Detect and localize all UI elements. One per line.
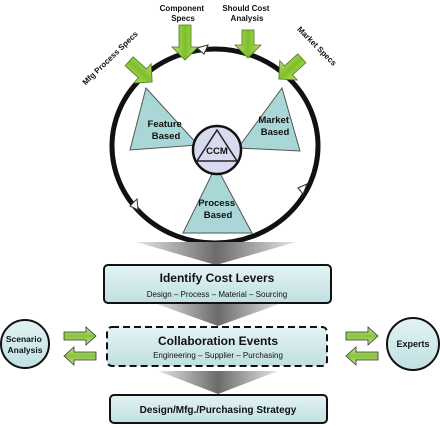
should-cost-line2: Analysis	[231, 14, 264, 23]
funnel-arrow-2	[154, 303, 282, 326]
funnel-arrow-1	[136, 242, 296, 265]
process-based-line1: Process	[198, 198, 235, 209]
component-specs-arrow-icon	[171, 24, 199, 61]
component-specs-label: Component Specs	[160, 4, 207, 23]
scenario-analysis-circle	[0, 319, 50, 369]
mfg-process-arrow-icon	[124, 56, 153, 84]
feature-based-line1: Feature	[148, 119, 182, 130]
feature-based-wedge	[129, 86, 200, 151]
collab-to-scenario-arrow-icon	[63, 346, 97, 366]
collaboration-events-box	[106, 326, 328, 367]
should-cost-line1: Should Cost	[222, 4, 269, 13]
scenario-line1: Scenario	[6, 334, 42, 344]
strategy-box	[109, 394, 328, 424]
identify-subtitle: Design – Process – Material – Sourcing	[147, 290, 288, 299]
market-based-label: Market Based	[258, 115, 291, 138]
mfg-process-specs-label: Mfg Process Specs	[81, 29, 140, 87]
ccm-label: CCM	[206, 146, 228, 157]
identify-cost-levers-box	[103, 264, 332, 304]
scenario-analysis-label: Scenario Analysis	[6, 334, 44, 355]
experts-label: Experts	[396, 339, 429, 349]
process-based-wedge	[182, 164, 253, 234]
scenario-line2: Analysis	[8, 345, 43, 355]
funnel-arrow-3	[158, 371, 278, 394]
ccm-center-triangle	[195, 128, 239, 162]
experts-to-collab-arrow-icon	[345, 346, 379, 366]
scenario-to-collab-arrow-icon	[63, 326, 97, 346]
identify-title: Identify Cost Levers	[160, 271, 275, 285]
component-specs-line1: Component	[160, 4, 205, 13]
process-based-label: Process Based	[198, 198, 238, 221]
component-specs-line2: Specs	[171, 14, 195, 23]
market-based-wedge	[237, 86, 301, 152]
ring-arrow-left-icon	[129, 197, 139, 211]
should-cost-arrow-icon	[234, 29, 262, 59]
market-based-line1: Market	[258, 115, 289, 126]
collab-to-experts-arrow-icon	[345, 326, 379, 346]
feature-based-label: Feature Based	[148, 119, 185, 142]
process-based-line2: Based	[204, 210, 233, 221]
ccm-center-circle	[191, 124, 243, 176]
collaboration-title: Collaboration Events	[158, 334, 278, 348]
feature-based-line2: Based	[152, 131, 181, 142]
should-cost-label: Should Cost Analysis	[222, 4, 271, 23]
collaboration-subtitle: Engineering – Supplier – Purchasing	[153, 351, 283, 360]
experts-circle	[386, 317, 440, 371]
ring-arrow-right-icon	[297, 183, 308, 195]
strategy-label: Design/Mfg./Purchasing Strategy	[140, 405, 297, 416]
ring-arrow-top-icon	[195, 44, 209, 55]
ccm-wheel: Feature Based Market Based Process Based…	[109, 44, 321, 246]
input-arrows	[124, 24, 307, 84]
market-specs-arrow-icon	[278, 53, 307, 81]
market-based-line2: Based	[261, 127, 290, 138]
